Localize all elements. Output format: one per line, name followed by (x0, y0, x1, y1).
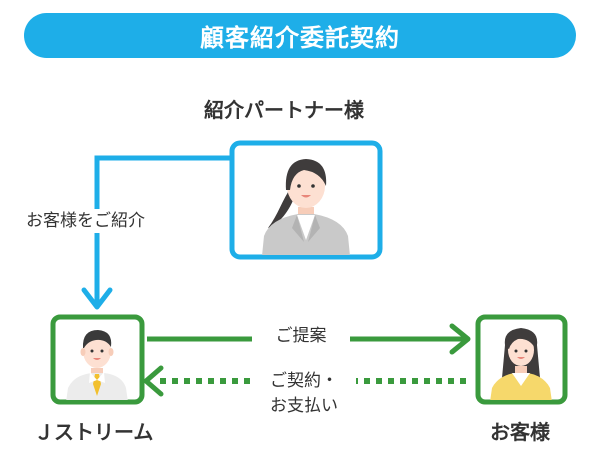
customer-woman-avatar-icon (490, 328, 552, 400)
partner-label: 紹介パートナー様 (204, 98, 364, 122)
customer-label: お客様 (490, 420, 550, 444)
jstream-label: Ｊストリーム (34, 420, 154, 444)
jstream-box (50, 314, 145, 405)
contract-flow-label-line1: ご契約・ (252, 371, 356, 392)
introduce-line (94, 155, 230, 303)
proposal-flow-label: ご提案 (252, 326, 350, 347)
diagram-title-bar: 顧客紹介委託契約 (24, 13, 576, 58)
diagram-title: 顧客紹介委託契約 (200, 24, 400, 52)
proposal-arrowhead (449, 323, 471, 355)
contract-flow-label-line2: お支払い (258, 396, 350, 417)
partner-box (229, 140, 383, 260)
introduce-flow-label: お客様をご紹介 (26, 209, 145, 234)
introduce-arrowhead (81, 287, 113, 310)
introduce-connector (81, 155, 230, 310)
jstream-man-avatar-icon (66, 330, 128, 400)
partner-woman-avatar-icon (262, 159, 350, 255)
customer-box (475, 314, 568, 405)
contract-arrowhead (143, 365, 164, 397)
